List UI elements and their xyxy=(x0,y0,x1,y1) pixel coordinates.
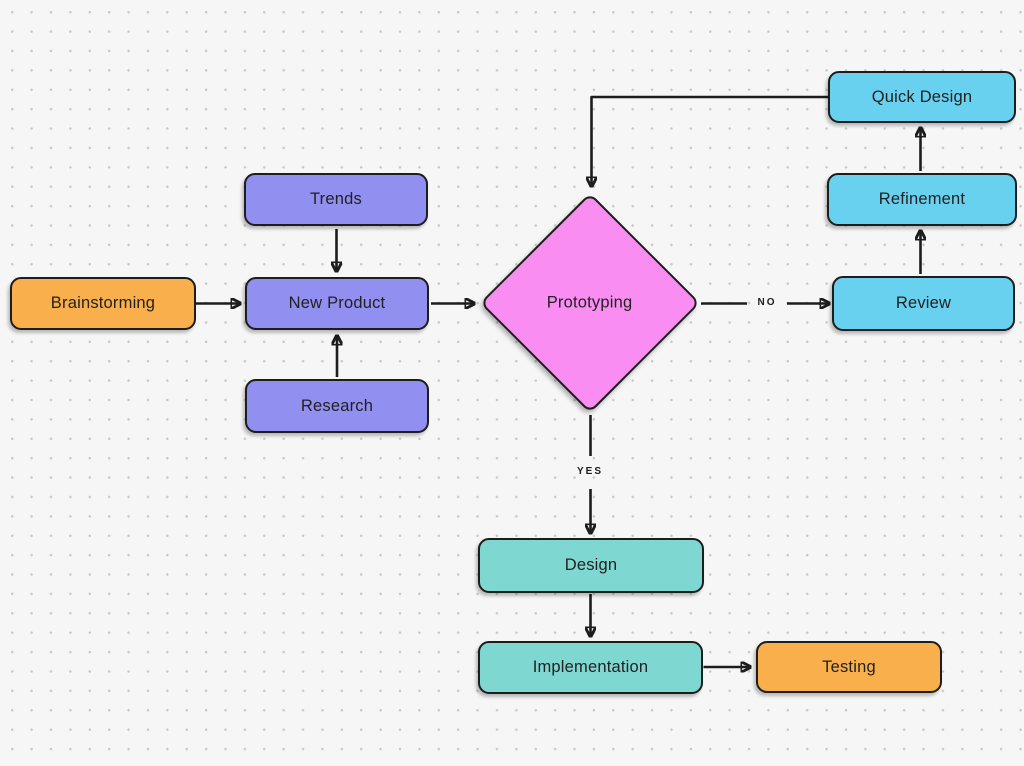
node-brainstorming-label: Brainstorming xyxy=(50,294,156,312)
node-testing[interactable]: Testing xyxy=(756,641,942,693)
node-refinement-label: Refinement xyxy=(878,190,966,208)
node-new-product[interactable]: New Product xyxy=(245,277,429,330)
node-quick-design-label: Quick Design xyxy=(871,87,973,106)
node-trends-label: Trends xyxy=(310,190,362,208)
node-trends[interactable]: Trends xyxy=(244,173,428,226)
node-research-label: Research xyxy=(300,396,374,415)
node-design-label: Design xyxy=(564,556,618,574)
node-prototyping[interactable]: Prototyping xyxy=(479,192,701,414)
edge-label-no[interactable]: NO xyxy=(757,297,777,308)
node-implementation[interactable]: Implementation xyxy=(478,641,703,694)
node-review-label: Review xyxy=(895,294,952,312)
node-design[interactable]: Design xyxy=(478,538,704,593)
node-implementation-label: Implementation xyxy=(532,658,649,676)
node-brainstorming[interactable]: Brainstorming xyxy=(10,277,196,330)
node-refinement[interactable]: Refinement xyxy=(827,173,1017,226)
node-testing-label: Testing xyxy=(822,657,876,676)
edge-label-yes[interactable]: YES xyxy=(576,466,603,477)
node-prototyping-wrap: Prototyping xyxy=(479,192,701,414)
node-review[interactable]: Review xyxy=(832,276,1015,331)
node-new-product-label: New Product xyxy=(288,294,386,312)
node-prototyping-label: Prototyping xyxy=(547,293,633,312)
node-quick-design[interactable]: Quick Design xyxy=(828,71,1016,123)
connector-quickdesign-prototyping xyxy=(592,95,828,186)
node-research[interactable]: Research xyxy=(245,379,429,433)
